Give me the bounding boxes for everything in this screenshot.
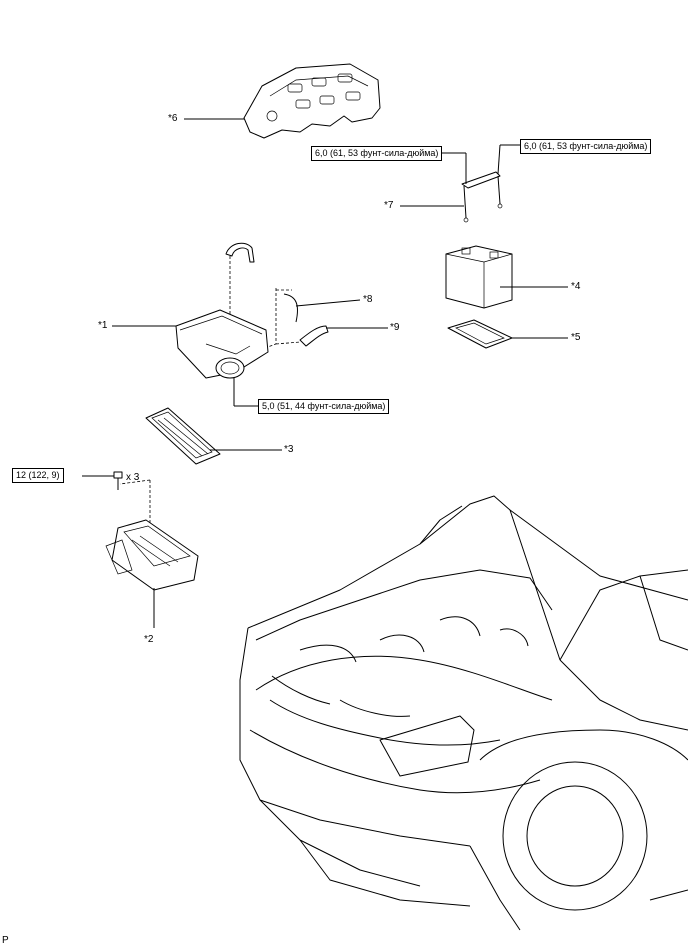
- callout-2: *2: [144, 634, 154, 645]
- bolt-quantity: x 3: [126, 472, 140, 483]
- callout-3: *3: [284, 444, 294, 455]
- intake-hose-top: [225, 242, 255, 263]
- leader-line-8: [295, 299, 361, 307]
- hose-9: [299, 325, 329, 347]
- torque-label-left-clamp: 6,0 (61, 53 фунт-сила-дюйма): [311, 146, 443, 161]
- callout-5: *5: [571, 332, 581, 343]
- battery-tray: [447, 319, 513, 349]
- vehicle-front-outline: [239, 495, 688, 931]
- callout-8: *8: [363, 294, 373, 305]
- battery-clamp: [461, 171, 503, 223]
- torque-label-air-cleaner: 5,0 (51, 44 фунт-сила-дюйма): [258, 399, 390, 414]
- callout-4: *4: [571, 281, 581, 292]
- callout-9: *9: [390, 322, 400, 333]
- callout-6: *6: [168, 113, 178, 124]
- corner-mark: P: [2, 935, 9, 946]
- torque-label-case-bolt: 12 (122, 9): [12, 468, 64, 483]
- air-cleaner-case: [105, 519, 199, 591]
- callout-7: *7: [384, 200, 394, 211]
- battery: [445, 245, 513, 309]
- alignment-dashes: [119, 256, 301, 528]
- air-cleaner-cap: [175, 309, 269, 379]
- torque-label-right-clamp: 6,0 (61, 53 фунт-сила-дюйма): [520, 139, 652, 154]
- engine-cover: [243, 63, 381, 139]
- air-filter-element: [145, 407, 221, 465]
- hose-8: [283, 293, 298, 323]
- callout-1: *1: [98, 320, 108, 331]
- leader-line-torque-right-b: [497, 144, 501, 175]
- bolt: [113, 471, 123, 490]
